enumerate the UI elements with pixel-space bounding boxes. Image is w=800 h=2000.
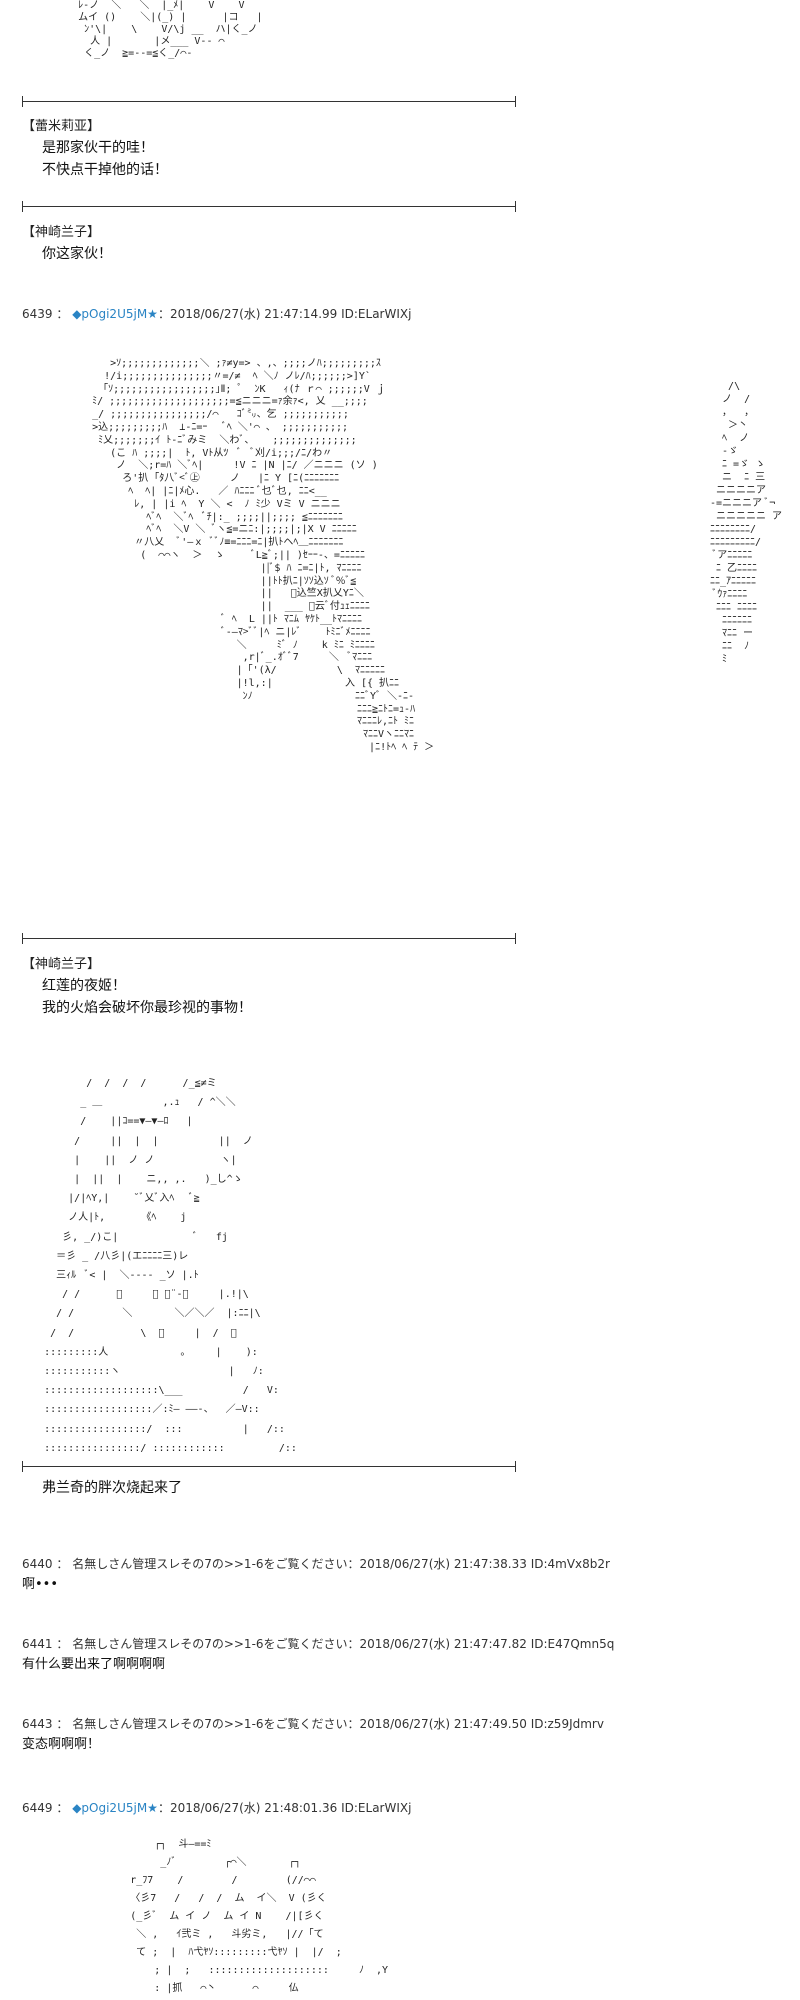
separator-line bbox=[22, 201, 516, 212]
post-header: 6441 ： 名無しさん管理スレその7の>>1-6をご覧ください：2018/06… bbox=[22, 1637, 615, 1651]
star-icon: ★ bbox=[147, 1801, 158, 1815]
post-number: 6439 bbox=[22, 307, 53, 321]
post-header: 6440 ： 名無しさん管理スレその7の>>1-6をご覧ください：2018/06… bbox=[22, 1557, 610, 1571]
speaker-label: 【神崎兰子】 bbox=[22, 957, 101, 972]
ascii-art-ranko-flames: >ｿ;;;;;;;;;;;;;＼ ;ｧ≠y=> 、,、;;;;ノﾊ;;;;;;;… bbox=[92, 358, 435, 753]
separator-line bbox=[22, 96, 516, 107]
post-datetime: 2018/06/27(水) 21:47:14.99 bbox=[169, 307, 338, 321]
ascii-art-top: ﾚ-ノ ＼ ＼ |_ﾒ| V V ムイ () ＼|(_) | |コ | ﾝ'\|… bbox=[78, 0, 263, 59]
post-id: ID:ELarWIXj bbox=[341, 1801, 412, 1815]
post-number: 6449 bbox=[22, 1801, 53, 1815]
dialogue-line: 我的火焰会破坏你最珍视的事物！ bbox=[42, 1000, 252, 1016]
post-number: 6440 bbox=[22, 1557, 53, 1571]
separator-line bbox=[22, 933, 516, 944]
post-datetime: 2018/06/27(水) 21:48:01.36 bbox=[169, 1801, 338, 1815]
post-id: ID:ELarWIXj bbox=[341, 307, 412, 321]
post-author: 名無しさん管理スレその7の>>1-6をご覧ください：2018/06/27(水) … bbox=[72, 1637, 527, 1651]
dialogue-line: 是那家伙干的哇！ bbox=[42, 140, 154, 156]
ascii-art-flandre: / / / / /_≦≠ミ _ ＿ ,.ｭ / ^＼＼ / ||ｺ==▼―▼―ﾛ… bbox=[44, 1078, 297, 1454]
post-id: ID:E47Qmn5q bbox=[530, 1637, 615, 1651]
ascii-art-bottom: ┌┐ 斗―==ﾐ _ﾉﾞ ┌⌒＼ ┌┐ r_ﾌ7 / / (//⌒⌒ 〈彡7 /… bbox=[130, 1839, 389, 1994]
post-body: 啊••• bbox=[22, 1577, 59, 1592]
dialogue-line: 你这家伙！ bbox=[42, 246, 112, 262]
star-icon: ★ bbox=[147, 307, 158, 321]
post-header: 6439 ： ◆pOgi2U5jM★：2018/06/27(水) 21:47:1… bbox=[22, 307, 412, 321]
speaker-label: 【神崎兰子】 bbox=[22, 225, 101, 240]
post-number: 6443 bbox=[22, 1717, 53, 1731]
post-author: 名無しさん管理スレその7の>>1-6をご覧ください：2018/06/27(水) … bbox=[72, 1557, 527, 1571]
post-author: 名無しさん管理スレその7の>>1-6をご覧ください：2018/06/27(水) … bbox=[72, 1717, 527, 1731]
post-header: 6449 ： ◆pOgi2U5jM★：2018/06/27(水) 21:48:0… bbox=[22, 1801, 412, 1815]
post-body: 有什么要出来了啊啊啊啊 bbox=[22, 1657, 166, 1672]
dialogue-line: 不快点干掉他的话！ bbox=[42, 162, 168, 178]
post-header: 6443 ： 名無しさん管理スレその7の>>1-6をご覧ください：2018/06… bbox=[22, 1717, 604, 1731]
post-id: ID:z59Jdmrv bbox=[530, 1717, 604, 1731]
post-number: 6441 bbox=[22, 1637, 53, 1651]
dialogue-line: 红莲的夜姬！ bbox=[42, 978, 126, 994]
post-body: 变态啊啊啊！ bbox=[22, 1737, 101, 1752]
poster-name-link[interactable]: ◆pOgi2U5jM bbox=[72, 1801, 148, 1815]
speaker-label: 【蕾米莉亚】 bbox=[22, 119, 101, 134]
ascii-art-flames-right: /\ ノ / ， ， ＞丶 ﾍ ノ -ゞ ﾆ =ゞ ゝ ニ ﾆ 三 ニニニニア … bbox=[710, 381, 783, 665]
narration-caption: 弗兰奇的胖次烧起来了 bbox=[42, 1480, 182, 1496]
post-id: ID:4mVx8b2r bbox=[530, 1557, 610, 1571]
poster-name-link[interactable]: ◆pOgi2U5jM bbox=[72, 307, 148, 321]
separator-line bbox=[22, 1461, 516, 1472]
